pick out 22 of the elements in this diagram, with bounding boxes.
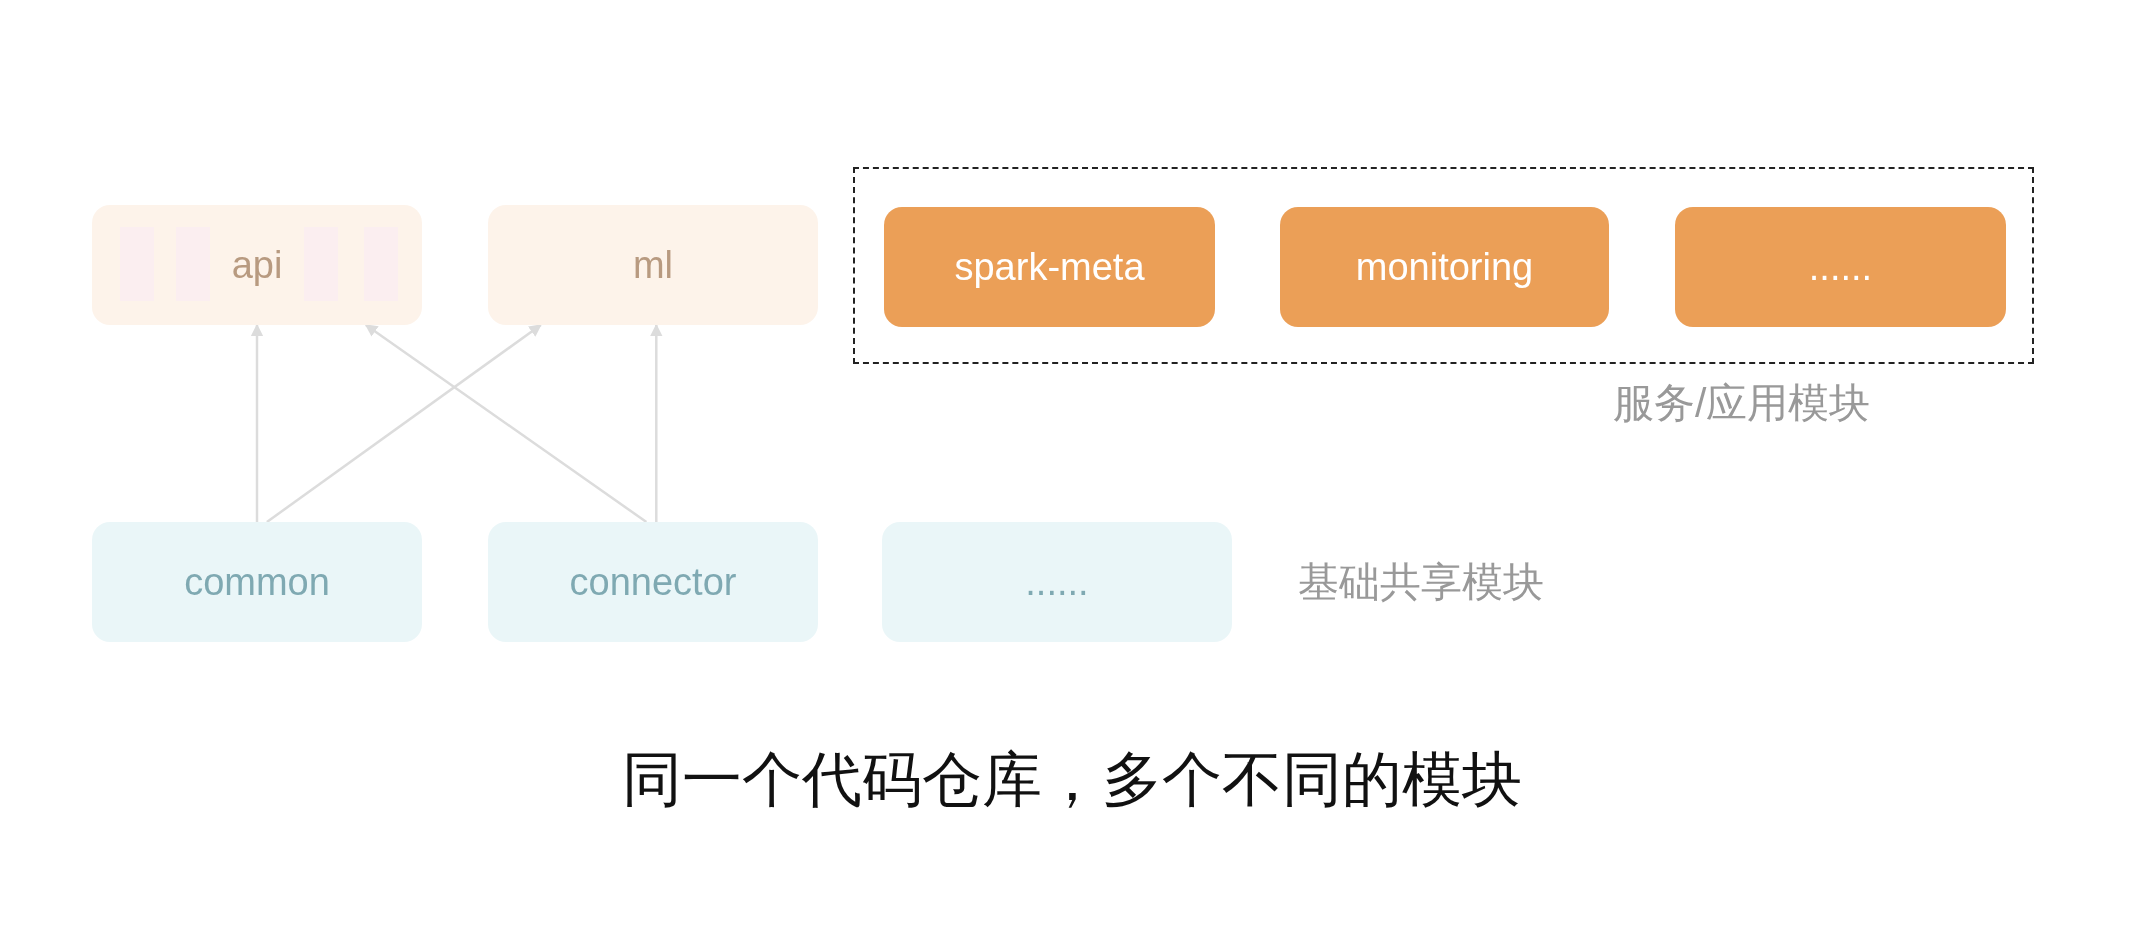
caption: 同一个代码仓库，多个不同的模块: [621, 745, 1523, 815]
module-box: [92, 522, 422, 642]
group-label: 服务/应用模块: [1613, 379, 1871, 428]
module-name: connector: [569, 560, 737, 604]
module-name: common: [184, 560, 330, 604]
arrow: [650, 323, 663, 522]
module-name: api: [231, 243, 283, 287]
module-name: ......: [1025, 560, 1089, 604]
module-name: spark-meta: [954, 245, 1145, 289]
module-box: [884, 207, 1215, 327]
module-box: [488, 522, 818, 642]
module-box: [92, 205, 422, 325]
arrow: [250, 323, 264, 522]
arrow: [266, 324, 542, 523]
module-box: [1280, 207, 1609, 327]
layer-label: 基础共享模块: [1298, 558, 1544, 607]
module-name: ml: [632, 243, 674, 287]
module-box: [1675, 207, 2006, 327]
module-box: [488, 205, 818, 325]
module-name: monitoring: [1355, 245, 1534, 289]
arrow: [364, 323, 648, 524]
module-name: ......: [1808, 245, 1873, 289]
